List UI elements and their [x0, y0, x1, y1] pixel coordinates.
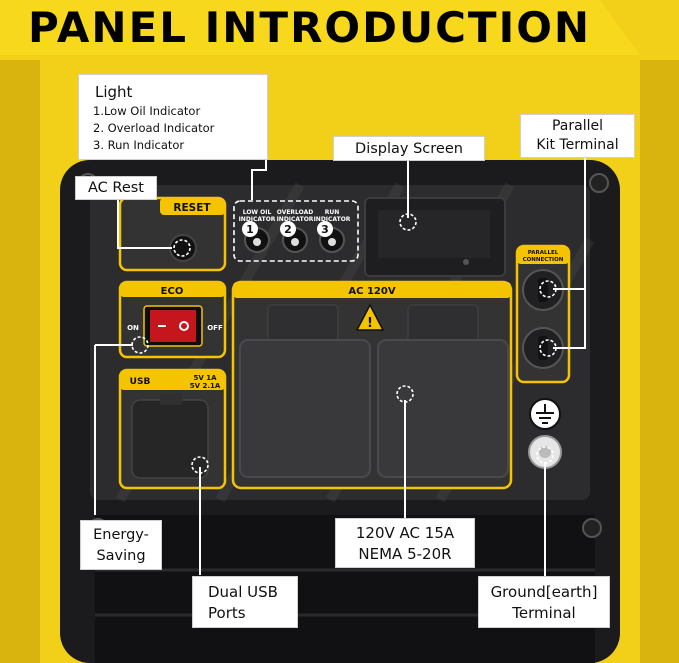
eco-on-label: ON [127, 324, 139, 332]
indicator-3-line2: INDICATOR [314, 216, 351, 223]
ac-rest-callout-text: AC Rest [88, 180, 144, 196]
energy-saving-line1: Energy- [93, 527, 149, 543]
parallel-label-2: CONNECTION [523, 257, 564, 263]
usb-cover[interactable] [131, 399, 209, 479]
ground-line1: Ground[earth] [490, 583, 598, 601]
target-markers [131, 213, 557, 474]
ac-outlet-right[interactable] [377, 339, 509, 478]
light-callout: Light 1.Low Oil Indicator 2. Overload In… [78, 74, 268, 160]
indicator-3-line1: RUN [325, 209, 340, 216]
outlet-line2: NEMA 5-20R [358, 545, 452, 563]
indicator-3-number: 3 [321, 223, 329, 236]
dual-usb-line2: Ports [208, 604, 246, 622]
indicator-2-number: 2 [284, 223, 292, 236]
display-screen-callout: Display Screen [333, 136, 485, 161]
housing-left-side [0, 60, 40, 663]
usb-spec-1: 5V 1A [193, 374, 217, 382]
parallel-kit-line1: Parallel [551, 118, 603, 134]
page-title: PANEL INTRODUCTION [28, 3, 592, 52]
screw [582, 518, 602, 538]
indicator-1-line2: INDICATOR [239, 216, 276, 223]
title-banner [0, 0, 640, 55]
usb-spec-2: 5V 2.1A [190, 382, 221, 390]
ground-callout: Ground[earth] Terminal [478, 576, 610, 628]
indicator-2-line1: OVERLOAD [277, 209, 313, 216]
indicator-group: LOW OIL INDICATOR OVERLOAD INDICATOR RUN… [239, 209, 351, 253]
title-bar: PANEL INTRODUCTION [0, 0, 679, 56]
display-screen-callout-text: Display Screen [355, 141, 463, 157]
energy-saving-line2: Saving [96, 548, 146, 564]
indicator-highlight [233, 200, 359, 262]
usb-tag: USB [130, 377, 151, 387]
svg-text:!: ! [367, 316, 373, 331]
ac-label: AC 120V [348, 286, 395, 297]
indicator-2-line2: INDICATOR [277, 216, 314, 223]
light-item-3: 3. Run Indicator [93, 138, 185, 152]
ground-line2: Terminal [512, 604, 576, 622]
parallel-kit-line2: Kit Terminal [536, 137, 619, 153]
ac-rest-callout: AC Rest [75, 176, 157, 200]
energy-saving-callout: Energy- Saving [80, 520, 162, 570]
eco-label: ECO [161, 286, 184, 297]
screw [589, 173, 609, 193]
light-callout-title: Light [95, 83, 133, 101]
indicator-1-line1: LOW OIL [243, 209, 272, 216]
indicator-1-number: 1 [246, 223, 254, 236]
parallel-kit-callout: Parallel Kit Terminal [520, 114, 635, 158]
outlet-line1: 120V AC 15A [355, 524, 455, 542]
light-item-1: 1.Low Oil Indicator [93, 104, 201, 118]
ac-outlet-left[interactable] [239, 339, 371, 478]
eco-off-label: OFF [207, 324, 223, 332]
indicator-number-badges: 1 2 3 [242, 221, 333, 237]
housing-right-side [640, 60, 679, 663]
dual-usb-callout: Dual USB Ports [192, 576, 298, 628]
outlet-callout: 120V AC 15A NEMA 5-20R [335, 518, 475, 568]
leader-lines [94, 95, 586, 580]
dual-usb-line1: Dual USB [208, 583, 278, 601]
warning-icon [355, 303, 385, 331]
light-item-2: 2. Overload Indicator [93, 121, 215, 135]
parallel-label-1: PARALLEL [528, 250, 559, 256]
reset-button[interactable] [169, 234, 197, 262]
reset-label: RESET [173, 202, 211, 214]
display-glass [378, 210, 490, 258]
